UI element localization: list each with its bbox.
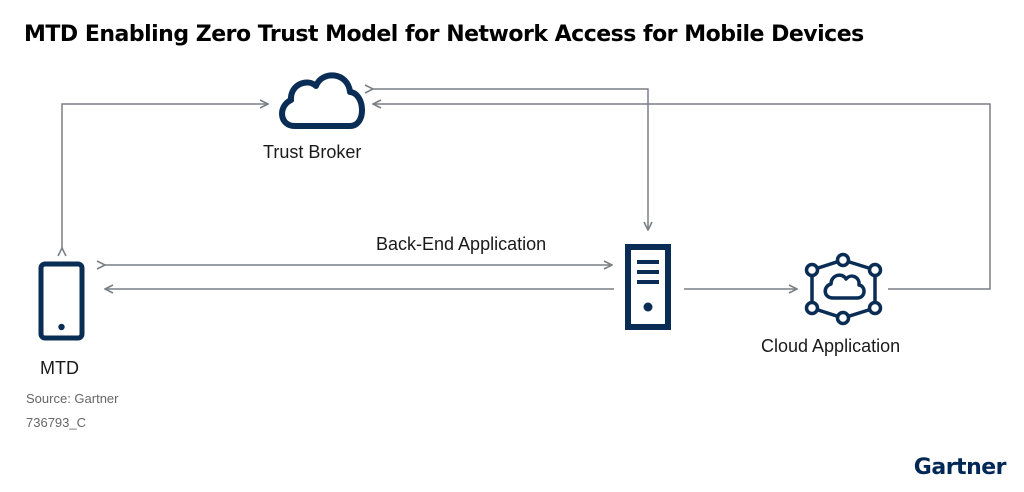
cloud-icon bbox=[279, 72, 365, 129]
connector-mtd-broker bbox=[62, 104, 268, 248]
server-icon bbox=[625, 244, 671, 330]
connector-cloudapp-broker bbox=[373, 104, 991, 290]
diagram-title: MTD Enabling Zero Trust Model for Networ… bbox=[24, 22, 864, 47]
mtd-label: MTD bbox=[40, 358, 79, 378]
cloud-application-label: Cloud Application bbox=[761, 336, 901, 356]
cloud-network-icon bbox=[804, 252, 883, 326]
source-note: Source: Gartner bbox=[26, 391, 119, 406]
back-end-application-label: Back-End Application bbox=[376, 234, 547, 254]
mobile-device-icon bbox=[38, 261, 85, 341]
connector-broker-backend bbox=[373, 89, 648, 230]
trust-broker-label: Trust Broker bbox=[263, 142, 362, 162]
gartner-logo: Gartner bbox=[913, 455, 1007, 480]
figure-id: 736793_C bbox=[26, 415, 86, 430]
